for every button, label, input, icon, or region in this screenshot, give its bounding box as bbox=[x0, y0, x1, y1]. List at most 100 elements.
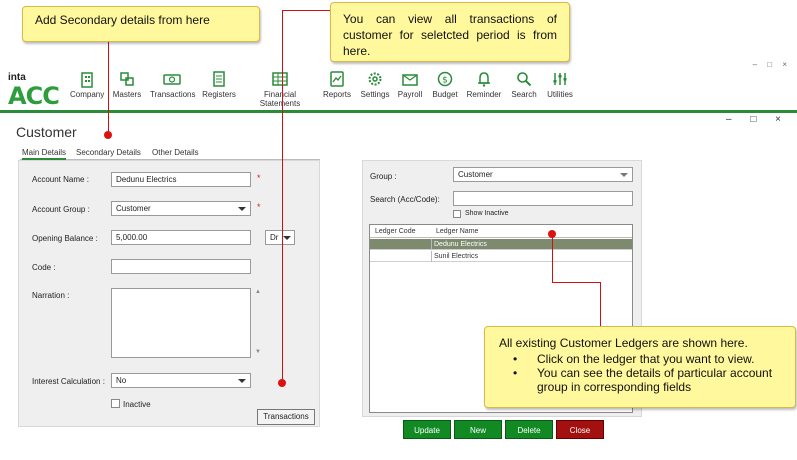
new-button[interactable]: New bbox=[454, 420, 502, 439]
scroll-up-icon[interactable]: ▲ bbox=[255, 289, 261, 295]
callout-bullet: You can see the details of particular ac… bbox=[513, 366, 781, 394]
toolbar-label: Budget bbox=[432, 90, 458, 99]
group-label: Group : bbox=[370, 172, 397, 181]
inactive-checkbox[interactable] bbox=[111, 399, 120, 408]
update-button[interactable]: Update bbox=[403, 420, 451, 439]
connector-line bbox=[600, 282, 601, 326]
connector-line bbox=[552, 234, 553, 282]
inta-acc-logo: inta ACC bbox=[6, 72, 62, 110]
show-inactive-checkbox[interactable] bbox=[453, 210, 461, 218]
account-name-input[interactable]: Dedunu Electrics bbox=[111, 172, 251, 187]
connector-line bbox=[108, 42, 109, 134]
callout-ledgers: All existing Customer Ledgers are shown … bbox=[484, 326, 796, 408]
toolbar-reports[interactable]: Reports bbox=[322, 70, 352, 99]
column-ledger-name[interactable]: Ledger Name bbox=[436, 228, 479, 235]
toolbar-label: Payroll bbox=[397, 90, 423, 99]
inactive-label: Inactive bbox=[123, 400, 151, 409]
toolbar-label: Reports bbox=[322, 90, 351, 99]
account-group-value: Customer bbox=[116, 204, 151, 213]
transactions-button[interactable]: Transactions bbox=[257, 409, 315, 425]
account-group-label: Account Group : bbox=[32, 205, 90, 214]
callout-bullet: Click on the ledger that you want to vie… bbox=[513, 352, 781, 366]
close-button[interactable]: Close bbox=[556, 420, 604, 439]
page-title: Customer bbox=[16, 124, 77, 140]
app-window-controls[interactable]: – □ × bbox=[752, 60, 791, 69]
toolbar-financial-statements[interactable]: Financial Statements bbox=[244, 70, 316, 108]
gear-icon bbox=[368, 72, 382, 86]
account-name-label: Account Name : bbox=[32, 175, 89, 184]
chevron-down-icon bbox=[238, 379, 246, 383]
toolbar-reminder[interactable]: Reminder bbox=[466, 70, 502, 99]
budget-icon: $ bbox=[437, 71, 453, 87]
ledger-list[interactable]: Ledger Code Ledger Name Dedunu Electrics… bbox=[369, 224, 633, 413]
callout-transactions: You can view all transactions of custome… bbox=[330, 2, 570, 62]
utilities-icon bbox=[553, 73, 567, 85]
svg-text:$: $ bbox=[442, 76, 448, 86]
tab-main-details[interactable]: Main Details bbox=[22, 148, 67, 160]
toolbar-transactions[interactable]: Transactions bbox=[150, 70, 196, 99]
column-ledger-code[interactable]: Ledger Code bbox=[375, 228, 416, 235]
interest-calculation-label: Interest Calculation : bbox=[32, 377, 105, 386]
money-icon bbox=[163, 74, 181, 85]
tab-other-details[interactable]: Other Details bbox=[152, 148, 199, 157]
account-group-select[interactable]: Customer bbox=[111, 201, 251, 216]
connector-dot bbox=[278, 379, 286, 387]
tab-strip-divider bbox=[20, 159, 320, 160]
toolbar-label: Masters bbox=[112, 90, 142, 99]
connector-line bbox=[282, 10, 283, 382]
code-label: Code : bbox=[32, 263, 56, 272]
bell-icon bbox=[478, 72, 490, 87]
toolbar-payroll[interactable]: Payroll bbox=[396, 70, 424, 99]
callout-ledgers-title: All existing Customer Ledgers are shown … bbox=[499, 336, 748, 350]
ledger-name-cell: Dedunu Electrics bbox=[434, 241, 487, 248]
toolbar-settings[interactable]: Settings bbox=[360, 70, 390, 99]
logo-big-text: ACC bbox=[8, 82, 60, 110]
spreadsheet-icon bbox=[272, 72, 288, 86]
required-mark: * bbox=[257, 202, 261, 212]
toolbar-label: Utilities bbox=[547, 90, 573, 99]
narration-textarea[interactable] bbox=[111, 288, 251, 358]
minimize-button[interactable]: – bbox=[725, 114, 740, 125]
toolbar-label: Company bbox=[70, 90, 105, 99]
scroll-down-icon[interactable]: ▼ bbox=[255, 349, 261, 355]
toolbar-budget[interactable]: $ Budget bbox=[430, 70, 460, 99]
connector-dot bbox=[104, 131, 112, 139]
callout-secondary-details: Add Secondary details from here bbox=[22, 6, 260, 42]
ledger-name-cell: Sunil Electrics bbox=[434, 253, 478, 260]
required-mark: * bbox=[257, 173, 261, 183]
main-details-panel: Account Name : Dedunu Electrics * Accoun… bbox=[18, 160, 320, 427]
main-toolbar: inta ACC Company Masters Transactions Re… bbox=[0, 66, 797, 110]
building-icon bbox=[81, 72, 93, 88]
dr-cr-value: Dr bbox=[270, 233, 279, 242]
table-row[interactable]: Dedunu Electrics bbox=[370, 239, 632, 250]
toolbar-masters[interactable]: Masters bbox=[112, 70, 142, 99]
opening-balance-label: Opening Balance : bbox=[32, 234, 98, 243]
tab-secondary-details[interactable]: Secondary Details bbox=[76, 148, 141, 157]
connector-dot bbox=[548, 230, 556, 238]
ledger-list-header: Ledger Code Ledger Name bbox=[370, 225, 632, 238]
group-select[interactable]: Customer bbox=[453, 167, 633, 182]
toolbar-label: Registers bbox=[202, 90, 236, 99]
table-row[interactable]: Sunil Electrics bbox=[370, 251, 632, 262]
ledger-code-cell bbox=[370, 251, 432, 262]
search-input[interactable] bbox=[453, 191, 633, 206]
toolbar-label: Transactions bbox=[150, 90, 196, 99]
delete-button[interactable]: Delete bbox=[505, 420, 553, 439]
search-icon bbox=[517, 72, 532, 87]
maximize-button[interactable]: □ bbox=[750, 114, 765, 125]
toolbar-company[interactable]: Company bbox=[70, 70, 104, 99]
interest-calculation-value: No bbox=[116, 376, 127, 385]
opening-balance-input[interactable]: 5,000.00 bbox=[111, 230, 251, 245]
toolbar-registers[interactable]: Registers bbox=[202, 70, 236, 99]
code-input[interactable] bbox=[111, 259, 251, 274]
toolbar-search[interactable]: Search bbox=[510, 70, 538, 99]
dr-cr-select[interactable]: Dr bbox=[265, 230, 295, 245]
close-window-button[interactable]: × bbox=[775, 114, 789, 125]
toolbar-utilities[interactable]: Utilities bbox=[544, 70, 576, 99]
show-inactive-label: Show Inactive bbox=[465, 210, 509, 217]
interest-calculation-select[interactable]: No bbox=[111, 373, 251, 388]
toolbar-label: Settings bbox=[360, 90, 390, 99]
connector-line bbox=[282, 10, 330, 11]
group-value: Customer bbox=[458, 170, 493, 179]
